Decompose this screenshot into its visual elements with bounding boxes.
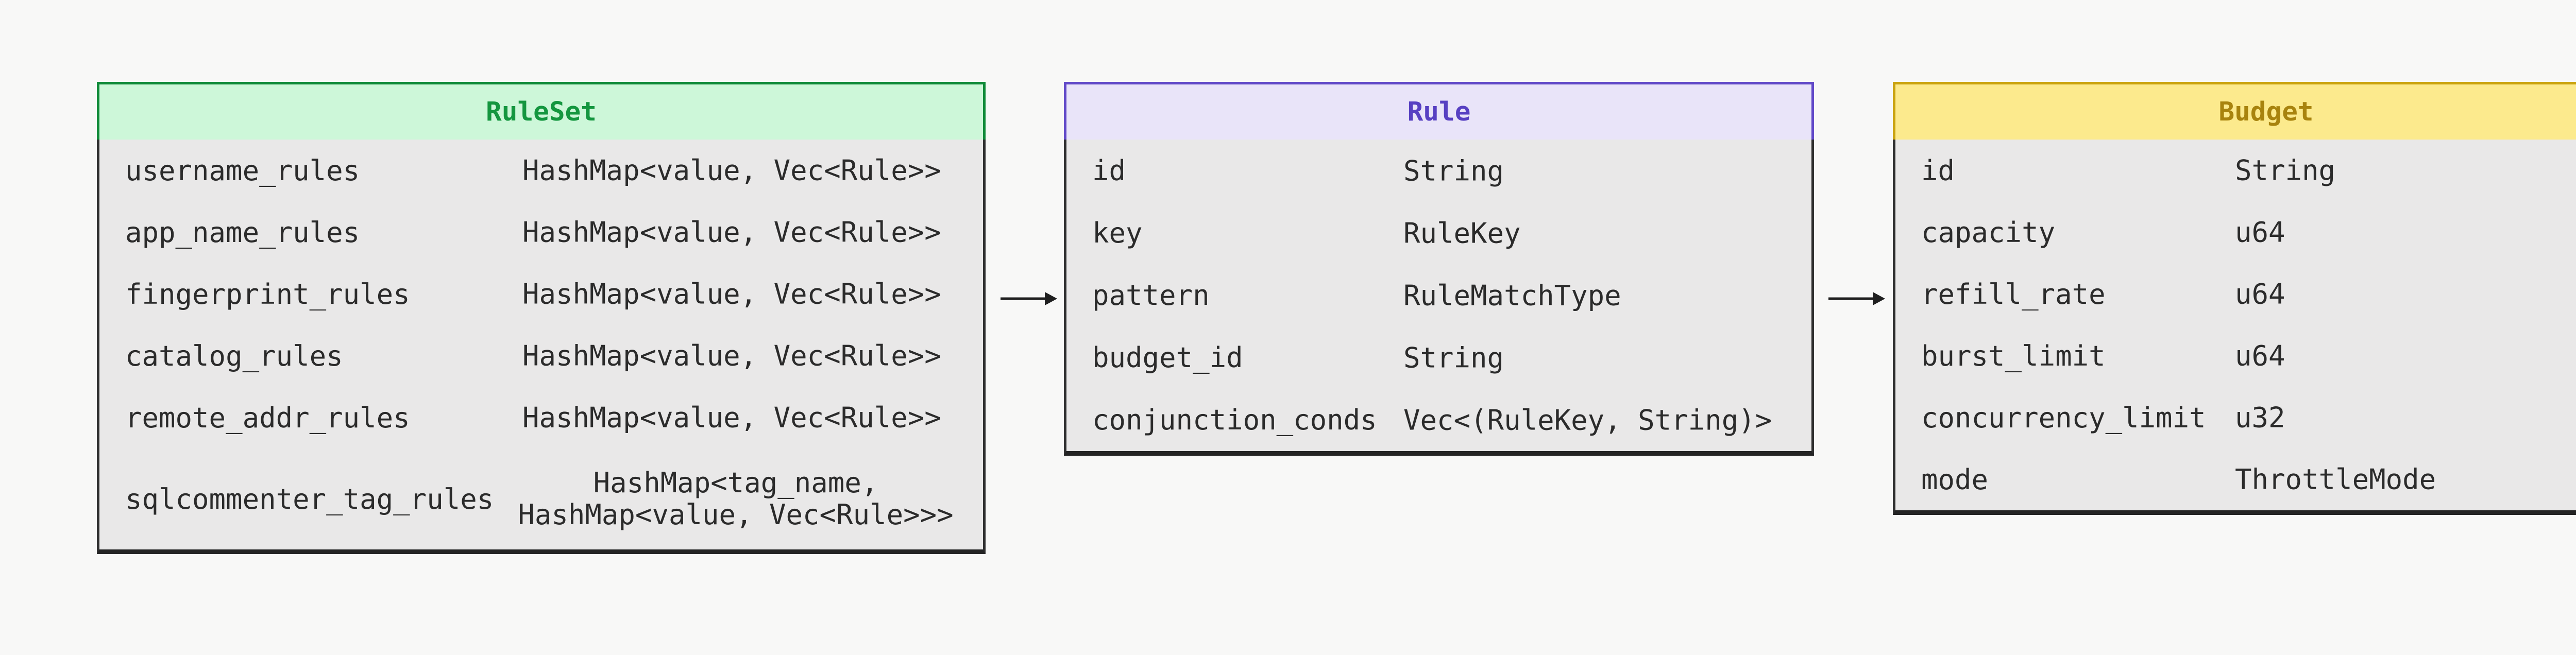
field-type: String (1403, 341, 1504, 374)
entity-table-budget: Budget id String capacity u64 refill_rate u64… (1893, 82, 2576, 515)
field-row: burst_limit u64 (1895, 325, 2576, 387)
field-name: fingerprint_rules (125, 278, 410, 311)
field-type: HashMap<value, Vec<Rule>> (522, 401, 941, 434)
field-row: sqlcommenter_tag_rules HashMap<tag_name,H… (99, 449, 983, 549)
field-type: u64 (2235, 278, 2285, 311)
entity-header: Budget (1893, 82, 2576, 140)
field-type: u32 (2235, 401, 2285, 434)
field-row: concurrency_limit u32 (1895, 387, 2576, 449)
field-row: mode ThrottleMode (1895, 449, 2576, 510)
arrow-right-icon (1828, 292, 1885, 305)
field-row: budget_id String (1066, 326, 1811, 389)
field-name: pattern (1092, 279, 1210, 312)
field-name: id (1092, 154, 1126, 187)
field-row: username_rules HashMap<value, Vec<Rule>> (99, 140, 983, 201)
field-name: capacity (1921, 216, 2056, 249)
field-type: String (2235, 154, 2336, 187)
field-row: refill_rate u64 (1895, 263, 2576, 325)
field-row: id String (1895, 140, 2576, 201)
field-row: app_name_rules HashMap<value, Vec<Rule>> (99, 201, 983, 263)
field-type: HashMap<value, Vec<Rule>> (522, 154, 941, 187)
field-row: id String (1066, 140, 1811, 202)
entity-title: RuleSet (486, 97, 597, 127)
field-row: fingerprint_rules HashMap<value, Vec<Rule… (99, 263, 983, 325)
entity-header: RuleSet (97, 82, 986, 140)
field-row: capacity u64 (1895, 201, 2576, 263)
field-row: catalog_rules HashMap<value, Vec<Rule>> (99, 325, 983, 387)
field-name: key (1092, 217, 1143, 249)
field-type: u64 (2235, 339, 2285, 372)
field-type: HashMap<tag_name,HashMap<value, Vec<Rule… (518, 467, 954, 531)
field-name: mode (1921, 463, 1989, 496)
field-name: concurrency_limit (1921, 401, 2206, 434)
field-row: key RuleKey (1066, 202, 1811, 264)
field-name: username_rules (125, 154, 360, 187)
field-type: RuleMatchType (1403, 279, 1621, 312)
entity-header: Rule (1064, 82, 1814, 140)
field-type: RuleKey (1403, 217, 1521, 249)
field-name: refill_rate (1921, 278, 2106, 311)
field-name: sqlcommenter_tag_rules (125, 482, 494, 515)
field-name: budget_id (1092, 341, 1243, 374)
field-name: app_name_rules (125, 216, 360, 249)
field-type: HashMap<value, Vec<Rule>> (522, 216, 941, 249)
field-type: ThrottleMode (2235, 463, 2436, 496)
entity-title: Rule (1407, 97, 1471, 127)
field-name: catalog_rules (125, 339, 343, 372)
field-name: burst_limit (1921, 339, 2106, 372)
field-type: String (1403, 154, 1504, 187)
field-type: HashMap<value, Vec<Rule>> (522, 278, 941, 311)
field-name: id (1921, 154, 1955, 187)
field-type: Vec<(RuleKey, String)> (1403, 404, 1772, 436)
entity-title: Budget (2218, 97, 2314, 127)
field-row: pattern RuleMatchType (1066, 264, 1811, 326)
field-row: conjunction_conds Vec<(RuleKey, String)> (1066, 389, 1811, 451)
field-name: conjunction_conds (1092, 404, 1377, 436)
field-name: remote_addr_rules (125, 401, 410, 434)
arrow-right-icon (1001, 292, 1057, 305)
field-type: HashMap<value, Vec<Rule>> (522, 339, 941, 372)
field-type: u64 (2235, 216, 2285, 249)
field-row: remote_addr_rules HashMap<value, Vec<Rule… (99, 387, 983, 449)
